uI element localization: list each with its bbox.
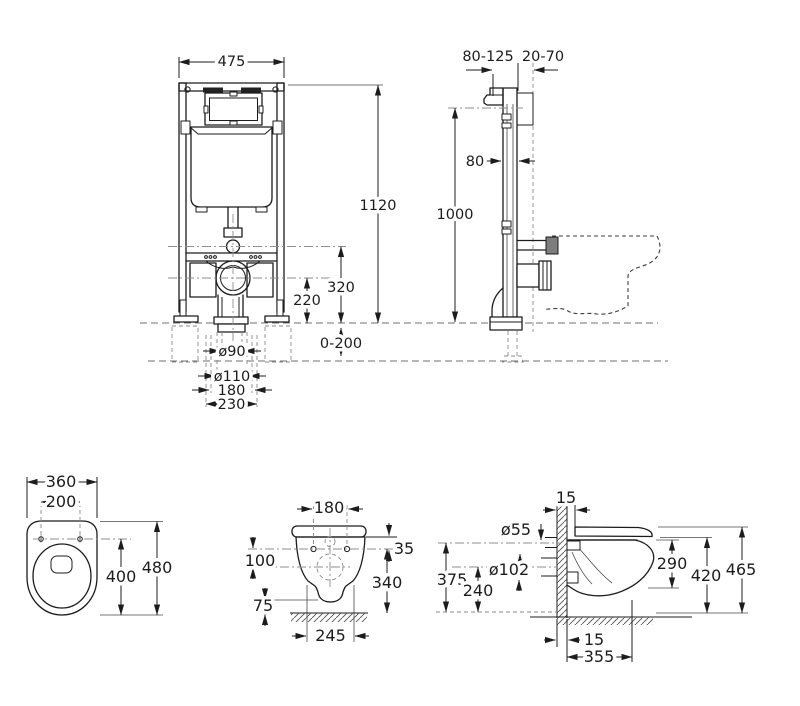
- dim-top-to-holes: 35: [394, 539, 414, 558]
- frame-channel: [502, 87, 518, 318]
- dim-bolt-span: 180: [218, 383, 246, 399]
- cistern-section: [516, 92, 534, 126]
- dim-depth-range: 80-125: [462, 49, 513, 65]
- frame-screw-hole-left: [184, 86, 191, 93]
- seat-lid-profile: [574, 526, 653, 538]
- dim-pan-depth-side: 355: [584, 647, 615, 666]
- crossbar-holes: [204, 255, 262, 259]
- outlet-elbow: [213, 316, 249, 325]
- dim-rim-height: 420: [691, 566, 722, 585]
- dim-panel-height: 1000: [437, 207, 474, 223]
- pan-bowl-profile: [566, 539, 655, 597]
- pan-side-view: 15 ø55 ø102 375 240: [433, 485, 760, 670]
- dim-finish-range: 20-70: [522, 49, 564, 65]
- dim-rear-height-side: 290: [657, 554, 688, 573]
- flush-pipe-connector: [516, 263, 540, 288]
- pan-rear-body: [295, 536, 366, 603]
- dim-frame-height: 1120: [360, 198, 397, 214]
- flush-plate-bar-right: [241, 87, 261, 93]
- dim-rear-hole-span: 180: [314, 498, 345, 517]
- water-supply-connector: [545, 236, 559, 255]
- frame-side-view: 80-125 20-70 80 1000: [433, 46, 661, 363]
- drain-flange: [489, 316, 523, 331]
- mounting-bracket-upper: [566, 540, 581, 551]
- dim-profile-depth: 80: [466, 154, 484, 170]
- dim-flush-height: 320: [327, 280, 355, 296]
- floor-hatch-rear: [291, 613, 367, 622]
- dim-inlet-dia: ø55: [501, 520, 531, 539]
- dim-base-width: 245: [315, 626, 346, 645]
- concealed-cistern: [190, 126, 273, 208]
- dim-outlet-height-side: 240: [463, 581, 494, 600]
- pan-top-view: 360 200 400 480: [26, 469, 176, 616]
- seat-lid-edge: [291, 525, 367, 538]
- frame-front-view: 475 1120 320 220 0-200 ø90 ø110 180 230: [168, 51, 400, 417]
- dim-sleeve-dia: ø110: [214, 369, 251, 385]
- dim-holes-to-front: 400: [106, 567, 137, 586]
- flush-plate-window: [203, 91, 264, 126]
- dim-total-height: 465: [726, 560, 757, 579]
- dim-frame-width: 475: [218, 54, 246, 70]
- pan-outline-hidden: [544, 235, 661, 315]
- dim-pan-width: 360: [46, 472, 77, 491]
- water-surface: [50, 555, 73, 574]
- fixing-panel-left: [189, 262, 217, 298]
- dim-floor-adjust: 0-200: [320, 336, 362, 352]
- pan-rear-view: 180 35 100 340 75 245: [241, 495, 417, 649]
- dim-holes-to-outlet: 100: [245, 551, 276, 570]
- dim-pan-hole-span: 200: [46, 492, 77, 511]
- floor-reference-lines: [140, 322, 668, 362]
- dim-inlet-height: 375: [437, 570, 468, 589]
- dim-outlet-height: 220: [293, 293, 321, 309]
- dim-outlet-dia-side: ø102: [489, 560, 529, 579]
- foot-plate-right: [264, 315, 290, 323]
- mounting-bracket-lower: [566, 571, 579, 584]
- seat-ring: [32, 543, 92, 609]
- flush-plate-bar-left: [203, 87, 223, 93]
- dim-top-gap: 15: [556, 488, 576, 507]
- wall-section: [557, 505, 567, 618]
- dim-clearance: 75: [253, 596, 273, 615]
- floor-hatch-side: [557, 617, 653, 625]
- foot-plate-left: [173, 315, 199, 323]
- pan-lid-outline: [26, 520, 98, 616]
- dim-pan-depth-top: 480: [142, 558, 173, 577]
- frame-screw-hole-right: [272, 86, 279, 93]
- fixing-panel-right: [246, 262, 274, 298]
- dim-rear-height: 340: [372, 573, 403, 592]
- dim-base-span: 230: [218, 397, 246, 413]
- dim-bottom-gap: 15: [584, 630, 604, 649]
- dim-outlet-dia: ø90: [218, 344, 245, 360]
